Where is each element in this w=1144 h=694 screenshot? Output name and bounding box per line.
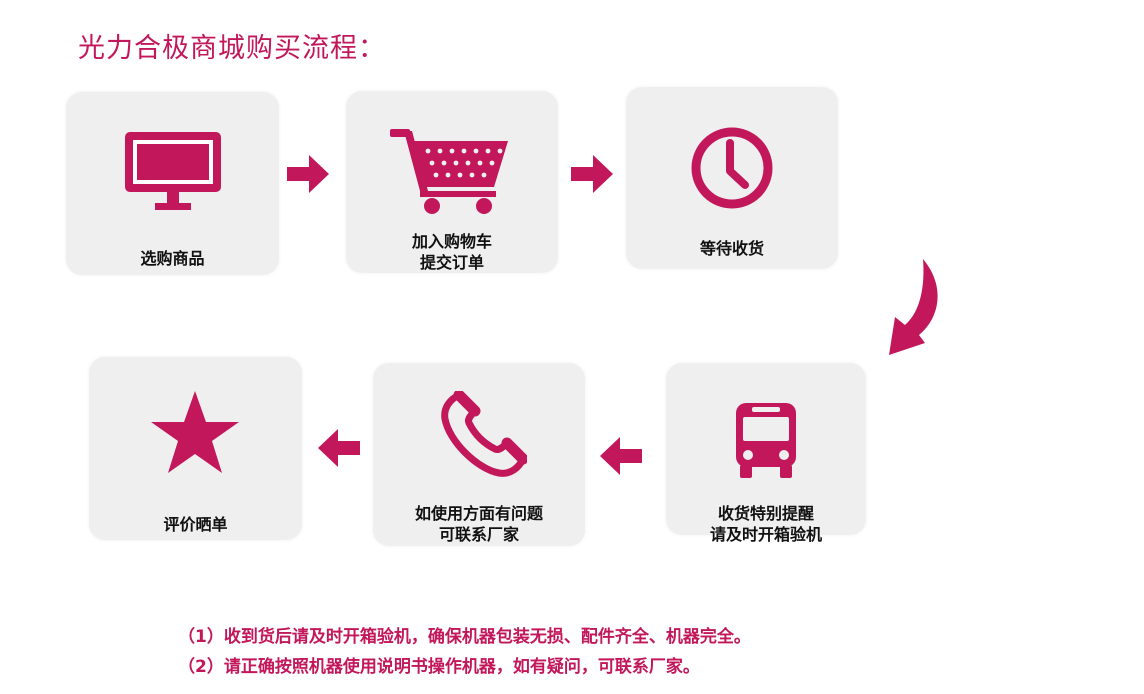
step-label: 评价晒单 [163, 515, 228, 534]
bus-icon [736, 403, 796, 478]
step-card-add-cart: 加入购物车 提交订单 [346, 91, 558, 273]
page-title: 光力合极商城购买流程： [78, 33, 386, 64]
arrow-right-icon [571, 155, 613, 193]
step-label: 加入购物车 提交订单 [411, 232, 492, 272]
arrow-left-icon [600, 437, 642, 475]
step-label: 选购商品 [140, 249, 205, 268]
step-label: 收货特别提醒 请及时开箱验机 [709, 504, 822, 544]
arrow-left-icon [318, 429, 360, 467]
step-card-delivery-reminder: 收货特别提醒 请及时开箱验机 [666, 363, 866, 544]
step-card-contact: 如使用方面有问题 可联系厂家 [373, 363, 585, 546]
star-icon [151, 391, 239, 473]
step-card-review: 评价晒单 [89, 357, 302, 540]
shopping-cart-icon [390, 129, 508, 214]
step-card-select-product: 选购商品 [66, 92, 279, 275]
monitor-icon [125, 132, 221, 210]
notes: （1）收到货后请及时开箱验机，确保机器包装无损、配件齐全、机器完全。 （2）请正… [178, 622, 751, 682]
clock-icon [691, 127, 773, 209]
phone-icon [441, 391, 527, 477]
step-card-await-delivery: 等待收货 [626, 87, 838, 269]
step-label: 等待收货 [699, 239, 764, 258]
curved-arrow-down-icon [889, 259, 938, 355]
step-label: 如使用方面有问题 可联系厂家 [414, 504, 543, 544]
arrow-right-icon [287, 155, 329, 193]
note-1: （1）收到货后请及时开箱验机，确保机器包装无损、配件齐全、机器完全。 [178, 627, 751, 647]
note-2: （2）请正确按照机器使用说明书操作机器，如有疑问，可联系厂家。 [178, 657, 700, 677]
